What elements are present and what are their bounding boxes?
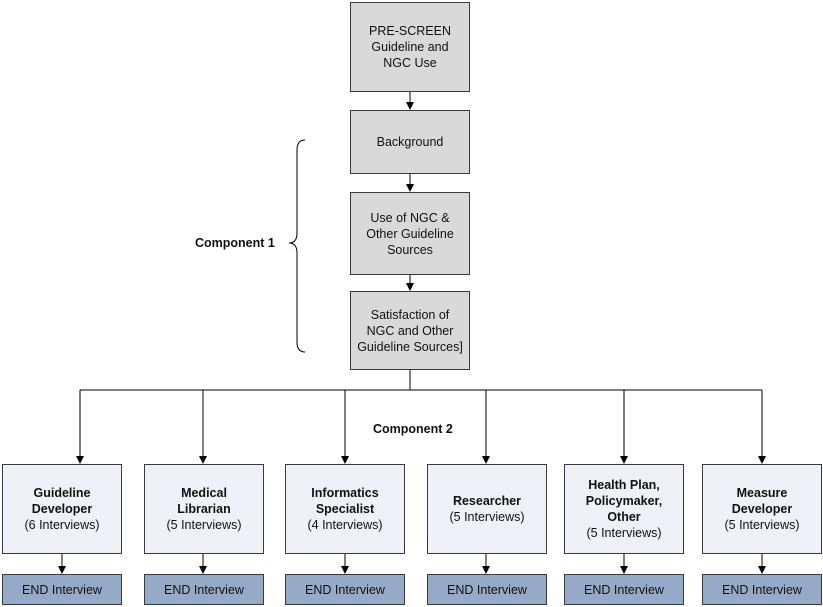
satisfaction-line-3: Guideline Sources]	[357, 339, 463, 354]
role-guideline-developer: Guideline Developer (6 Interviews)	[2, 464, 122, 554]
role-interviews: (4 Interviews)	[307, 518, 383, 532]
prescreen-line-1: PRE-SCREEN	[369, 24, 451, 38]
role-title-line: Librarian	[177, 502, 231, 516]
end-interview-label: END Interview	[164, 582, 244, 597]
satisfaction-line-1: Satisfaction of	[370, 307, 450, 322]
end-interview-box-1: END Interview	[2, 574, 122, 605]
use-ngc-line-1: Use of NGC &	[370, 210, 450, 225]
role-title-line: Health Plan,	[588, 478, 660, 492]
prescreen-line-2: Guideline and	[371, 40, 449, 54]
role-interviews: (5 Interviews)	[586, 526, 662, 540]
role-interviews: (6 Interviews)	[24, 518, 100, 532]
satisfaction-box: Satisfaction of NGC and Other Guideline …	[350, 291, 470, 370]
end-interview-box-5: END Interview	[564, 574, 684, 605]
role-title-line: Developer	[31, 502, 93, 516]
component-1-brace	[288, 139, 306, 353]
background-box: Background	[350, 110, 470, 174]
end-interview-box-3: END Interview	[285, 574, 405, 605]
end-interview-label: END Interview	[447, 582, 527, 597]
role-title-line: Medical	[181, 486, 227, 500]
end-interview-box-4: END Interview	[427, 574, 547, 605]
prescreen-box: PRE-SCREEN Guideline and NGC Use	[350, 2, 470, 92]
end-interview-label: END Interview	[584, 582, 664, 597]
role-title-line: Researcher	[452, 494, 522, 508]
role-title-line: Policymaker,	[585, 494, 663, 508]
role-interviews: (5 Interviews)	[166, 518, 242, 532]
use-ngc-box: Use of NGC & Other Guideline Sources	[350, 192, 470, 275]
end-interview-box-2: END Interview	[144, 574, 264, 605]
role-interviews: (5 Interviews)	[449, 510, 525, 524]
role-measure-developer: Measure Developer (5 Interviews)	[702, 464, 822, 554]
end-interview-label: END Interview	[722, 582, 802, 597]
role-health-plan-policymaker-other: Health Plan, Policymaker, Other (5 Inter…	[564, 464, 684, 554]
role-title-line: Measure	[736, 486, 788, 500]
end-interview-box-6: END Interview	[702, 574, 822, 605]
use-ngc-line-2: Other Guideline	[366, 226, 454, 241]
role-title-line: Guideline	[33, 486, 91, 500]
component-1-label: Component 1	[195, 236, 275, 250]
role-title-line: Informatics	[311, 486, 379, 500]
role-interviews: (5 Interviews)	[724, 518, 800, 532]
background-label: Background	[376, 135, 444, 149]
role-title-line: Developer	[731, 502, 793, 516]
role-title-line: Other	[607, 510, 641, 524]
role-medical-librarian: Medical Librarian (5 Interviews)	[144, 464, 264, 554]
end-interview-label: END Interview	[22, 582, 102, 597]
prescreen-line-3: NGC Use	[383, 56, 437, 70]
end-interview-label: END Interview	[305, 582, 385, 597]
role-informatics-specialist: Informatics Specialist (4 Interviews)	[285, 464, 405, 554]
satisfaction-line-2: NGC and Other	[366, 323, 454, 338]
role-researcher: Researcher (5 Interviews)	[427, 464, 547, 554]
use-ngc-line-3: Sources	[387, 242, 433, 257]
component-2-label: Component 2	[373, 422, 453, 436]
role-title-line: Specialist	[315, 502, 375, 516]
